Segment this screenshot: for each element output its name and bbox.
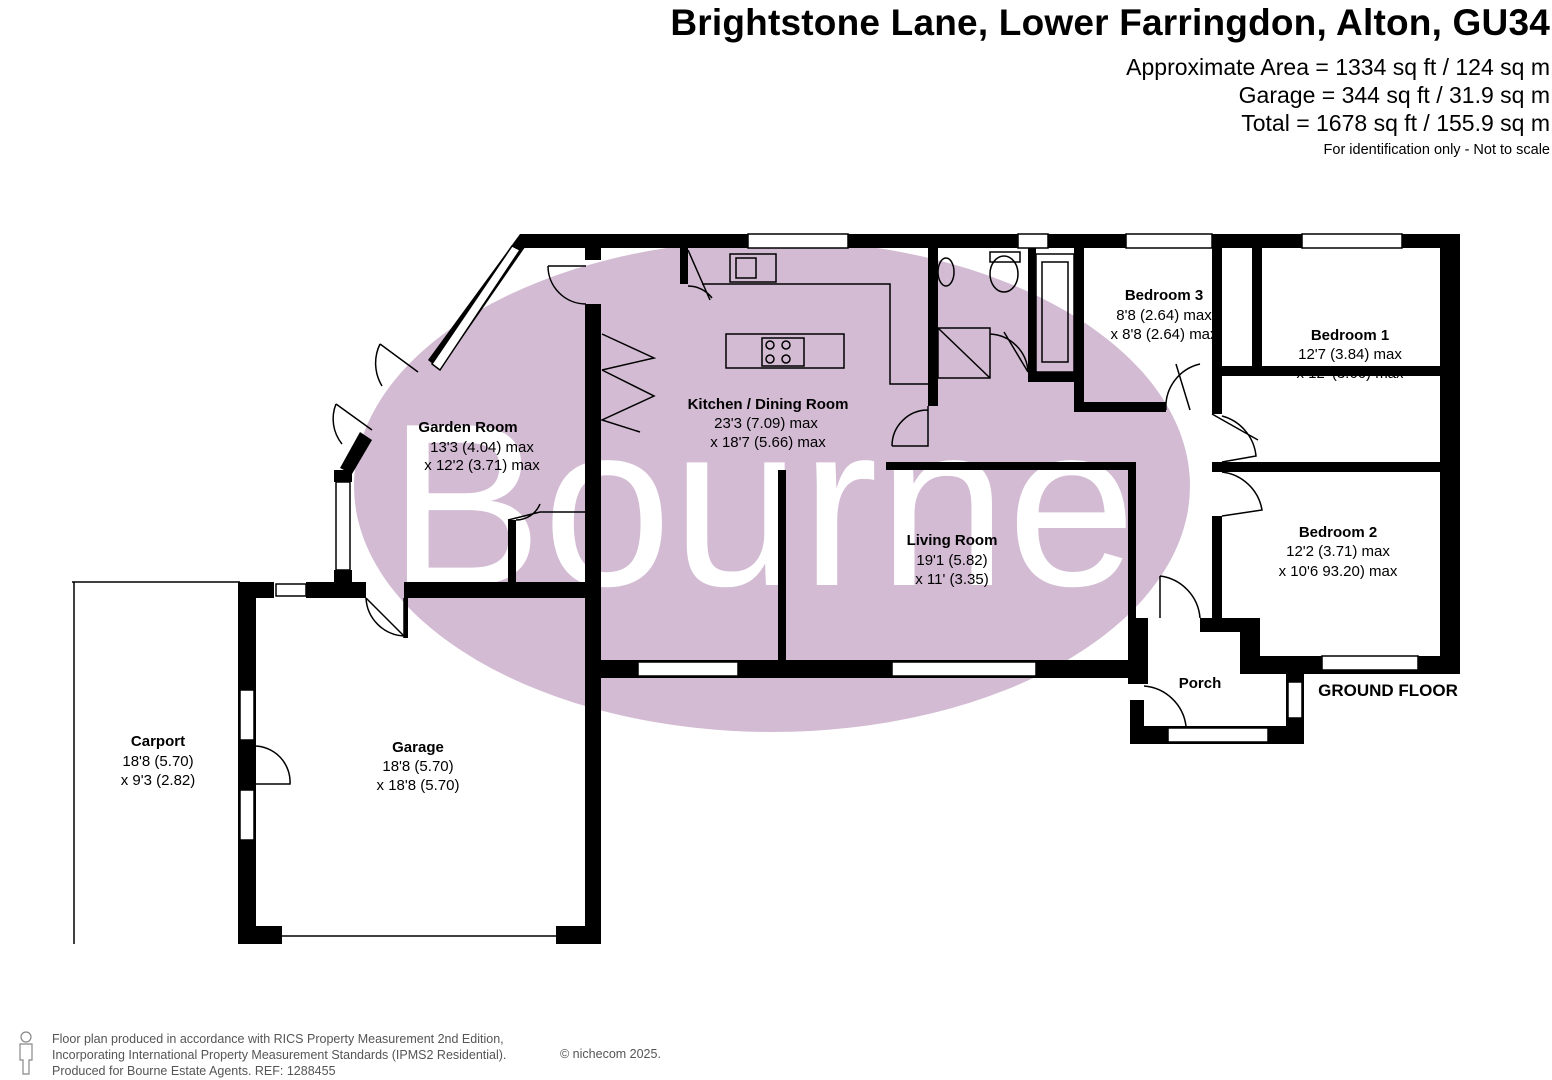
room-dim2-bedroom-1: x 12' (3.66) max	[1296, 365, 1404, 382]
room-dim2-living-room: x 11' (3.35)	[915, 571, 988, 588]
footer-line-3: Produced for Bourne Estate Agents. REF: …	[52, 1064, 336, 1078]
room-dim1-bedroom-3: 8'8 (2.64) max	[1116, 307, 1212, 324]
room-name-porch: Porch	[1179, 675, 1222, 692]
room-name-bedroom-1: Bedroom 1	[1311, 327, 1389, 344]
room-dim1-garage: 18'8 (5.70)	[382, 758, 453, 775]
property-address-title: Brightstone Lane, Lower Farringdon, Alto…	[670, 2, 1550, 43]
room-labels: Garden Room 13'3 (4.04) max x 12'2 (3.71…	[121, 287, 1458, 794]
room-dim2-carport: x 9'3 (2.82)	[121, 772, 196, 789]
total-area: Total = 1678 sq ft / 155.9 sq m	[1241, 110, 1550, 136]
room-name-kitchen-dining: Kitchen / Dining Room	[688, 396, 849, 413]
room-dim2-bedroom-3: x 8'8 (2.64) max	[1110, 326, 1218, 343]
room-dim1-living-room: 19'1 (5.82)	[916, 552, 987, 569]
room-name-bedroom-3: Bedroom 3	[1125, 287, 1203, 304]
room-name-garage: Garage	[392, 739, 444, 756]
room-name-living-room: Living Room	[907, 532, 998, 549]
room-dim2-kitchen-dining: x 18'7 (5.66) max	[710, 434, 826, 451]
person-icon	[19, 1031, 33, 1075]
room-dim2-garden-room: x 12'2 (3.71) max	[424, 457, 540, 474]
room-name-carport: Carport	[131, 733, 185, 750]
room-dim1-kitchen-dining: 23'3 (7.09) max	[714, 415, 818, 432]
floor-label: GROUND FLOOR	[1318, 681, 1458, 700]
room-dim1-bedroom-2: 12'2 (3.71) max	[1286, 543, 1390, 560]
carport-outline	[72, 581, 558, 944]
room-dim2-bedroom-2: x 10'6 93.20) max	[1279, 563, 1398, 580]
doors	[253, 249, 1263, 785]
room-dim1-carport: 18'8 (5.70)	[122, 753, 193, 770]
footer-notes: Floor plan produced in accordance with R…	[52, 1031, 506, 1079]
footer-line-2: Incorporating International Property Mea…	[52, 1048, 507, 1062]
footer-line-1: Floor plan produced in accordance with R…	[52, 1032, 504, 1046]
windows	[239, 233, 1419, 841]
approximate-area: Approximate Area = 1334 sq ft / 124 sq m	[1126, 54, 1550, 80]
copyright-notice: © nichecom 2025.	[560, 1047, 661, 1061]
room-dim1-bedroom-1: 12'7 (3.84) max	[1298, 346, 1402, 363]
fixtures	[702, 251, 1075, 385]
room-dim2-garage: x 18'8 (5.70)	[377, 777, 460, 794]
garage-area: Garage = 344 sq ft / 31.9 sq m	[1238, 82, 1550, 108]
room-name-garden-room: Garden Room	[418, 419, 517, 436]
room-dim1-garden-room: 13'3 (4.04) max	[430, 439, 534, 456]
scale-disclaimer: For identification only - Not to scale	[1323, 142, 1550, 158]
bourne-watermark: Bourne	[354, 240, 1190, 732]
room-name-bedroom-2: Bedroom 2	[1299, 524, 1377, 541]
